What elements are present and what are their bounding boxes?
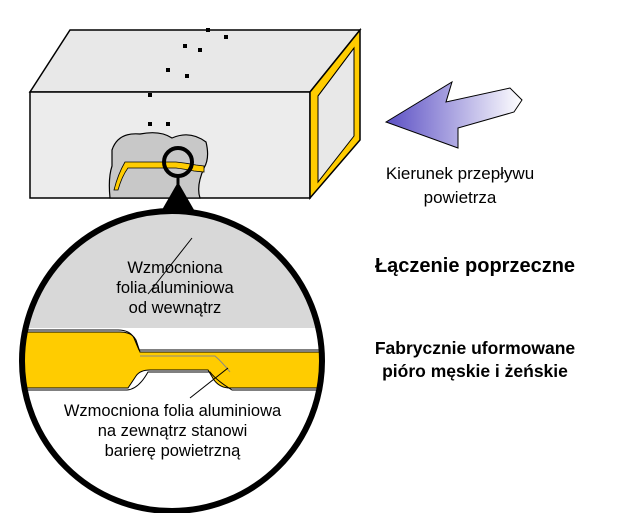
joint-marks [148, 28, 228, 126]
outer-label-line-3: barierę powietrzną [104, 442, 241, 460]
subtitle-line-2: pióro męskie i żeńskie [382, 361, 568, 381]
outer-label-line-2: na zewnątrz stanowi [97, 422, 248, 440]
outer-foil-label: Wzmocniona folia aluminiowa na zewnątrz … [30, 401, 315, 461]
inner-label-line-3: od wewnątrz [128, 299, 222, 317]
diagram-title: Łączenie poprzeczne [374, 255, 576, 277]
left-arrow-icon [384, 80, 523, 149]
diagram-subtitle: Fabrycznie uformowane pióro męskie i żeń… [330, 337, 620, 383]
detail-circle-border [19, 208, 325, 513]
detail-circle [19, 208, 325, 513]
flow-label-line-2: powietrza [423, 188, 497, 207]
inner-foil-label: Wzmocniona folia aluminiowa od wewnątrz [95, 258, 255, 318]
outer-label-line-1: Wzmocniona folia aluminiowa [63, 402, 282, 420]
inner-label-line-1: Wzmocniona [127, 259, 223, 277]
subtitle-line-1: Fabrycznie uformowane [374, 338, 576, 358]
inner-label-line-2: folia aluminiowa [116, 279, 234, 297]
flow-label-line-1: Kierunek przepływu [385, 164, 535, 183]
duct-top-face [28, 29, 362, 93]
flow-direction-label: Kierunek przepływu powietrza [360, 162, 560, 210]
duct [28, 27, 362, 201]
